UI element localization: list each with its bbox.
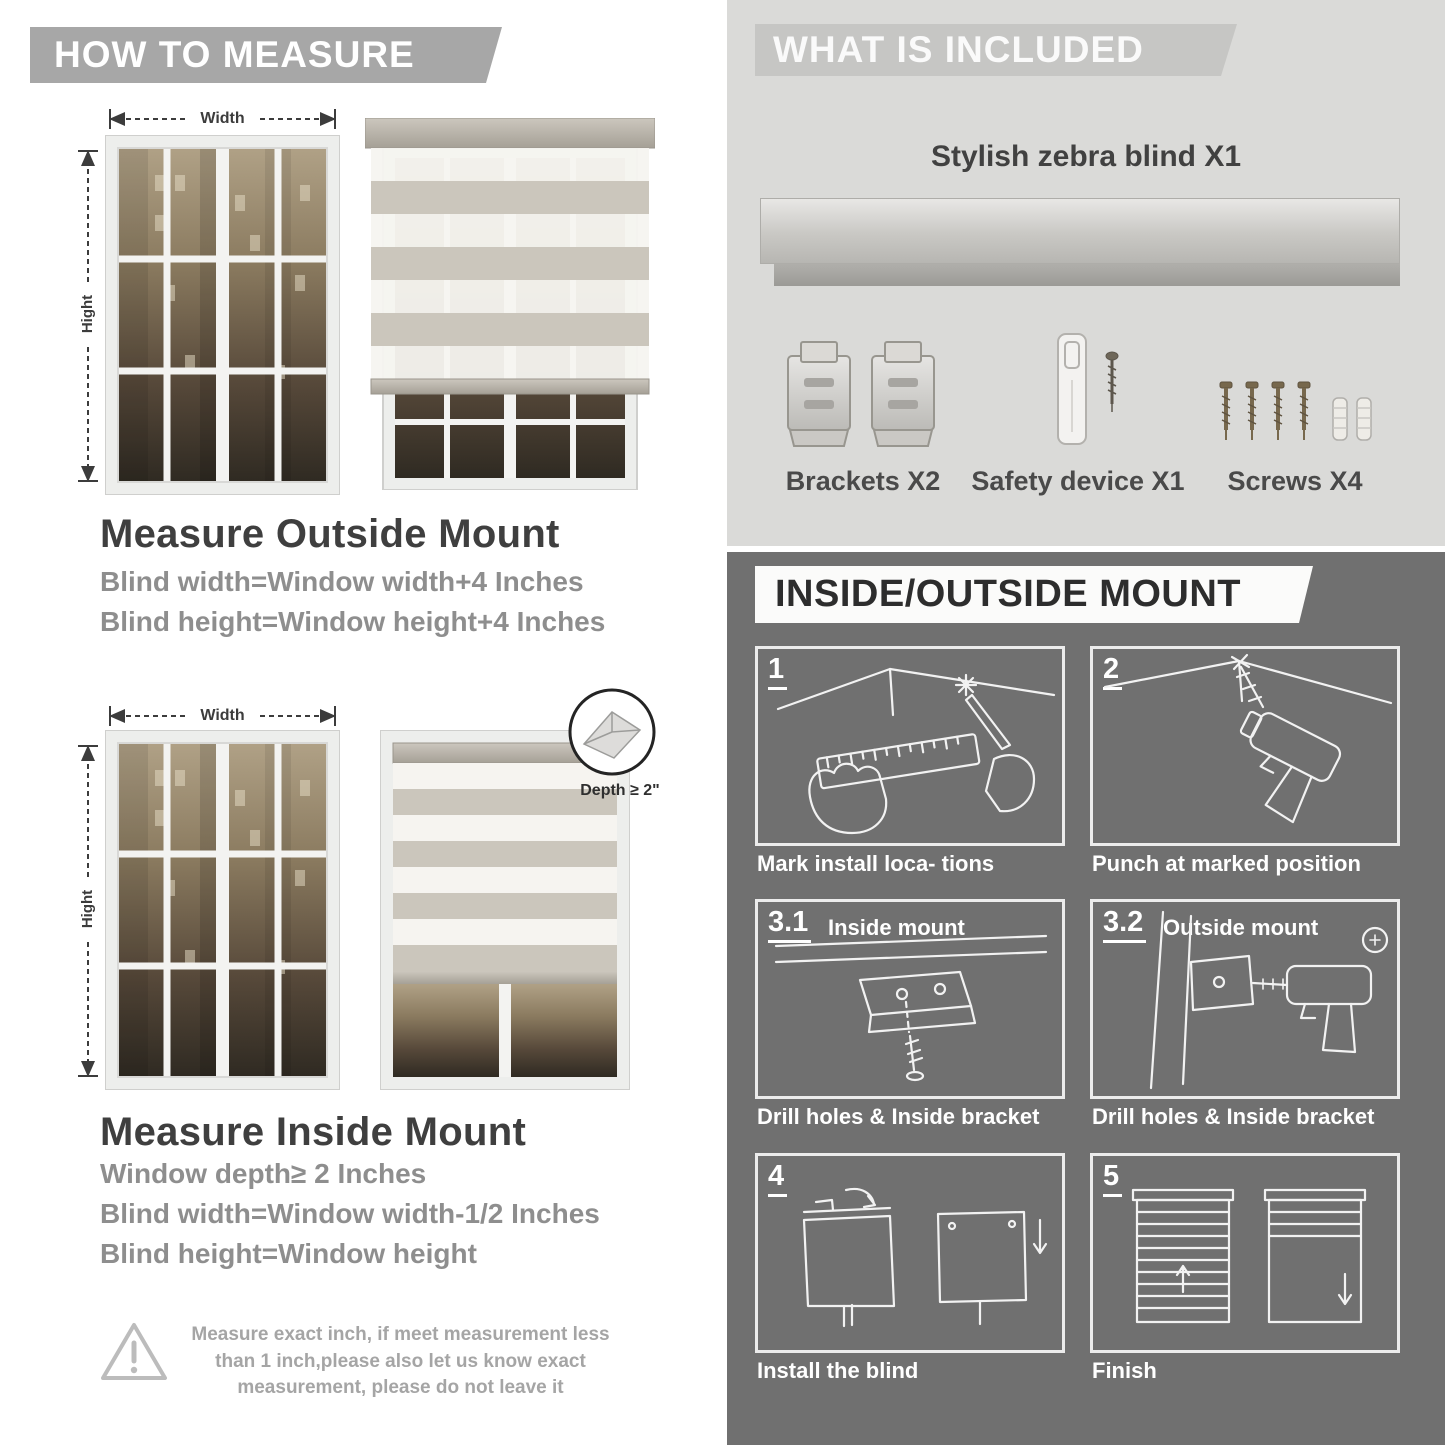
step-number: 2: [1103, 653, 1123, 690]
step-number: 5: [1103, 1160, 1123, 1197]
step-title: Outside mount: [1163, 915, 1319, 940]
height-label: Hight: [77, 279, 98, 349]
zebra-blind-outside-illustration: [365, 118, 655, 490]
inside-bracket-illustration: [774, 934, 1048, 1082]
safety-device-icon: [1057, 333, 1119, 445]
warning-triangle-icon: [101, 1323, 167, 1380]
headrail-bottom-bar-illustration: [774, 264, 1400, 286]
step-number: 1: [768, 653, 788, 690]
step-panel-3-1: 3.1 Inside mount: [755, 899, 1065, 1099]
inside-outside-mount-title: INSIDE/OUTSIDE MOUNT: [775, 573, 1242, 615]
how-to-measure-banner: HOW TO MEASURE: [30, 27, 502, 83]
window-illustration: [105, 730, 340, 1090]
step-panel-1: 1: [755, 646, 1065, 846]
finish-blinds-illustration: [1131, 1188, 1367, 1324]
step-number: 3.1: [768, 906, 812, 943]
step-caption-3-2: Drill holes & Inside bracket: [1092, 1104, 1375, 1129]
step-caption-4: Install the blind: [757, 1358, 919, 1383]
step-panel-3-2: 3.2 Outside mount: [1090, 899, 1400, 1099]
product-label: Stylish zebra blind X1: [930, 140, 1242, 173]
width-arrow: [109, 706, 336, 726]
outside-bracket-illustration: [1149, 910, 1389, 1090]
outside-mount-rule-1: Blind width=Window width+4 Inches: [100, 566, 584, 597]
brackets-label: Brackets X2: [785, 466, 941, 496]
inside-mount-rule-1: Window depth≥ 2 Inches: [100, 1158, 427, 1189]
height-arrow: [78, 745, 98, 1077]
drill-ceiling-illustration: [1103, 653, 1393, 824]
mount-panel-background: [727, 552, 1445, 1445]
safety-device-label: Safety device X1: [971, 466, 1185, 496]
screws-label: Screws X4: [1227, 466, 1363, 496]
step-panel-4: 4: [755, 1153, 1065, 1353]
mark-locations-illustration: [776, 667, 1056, 835]
what-is-included-title: WHAT IS INCLUDED: [773, 29, 1144, 70]
inside-outside-mount-banner: INSIDE/OUTSIDE MOUNT: [755, 566, 1313, 623]
how-to-measure-title: HOW TO MEASURE: [54, 34, 415, 75]
step-title: Inside mount: [828, 915, 965, 940]
headrail-illustration: [760, 198, 1400, 264]
depth-detail-magnifier-icon: [568, 688, 656, 776]
width-label: Width: [105, 703, 340, 729]
measure-warning-text: Measure exact inch, if meet measurement …: [191, 1324, 610, 1399]
step-panel-5: 5: [1090, 1153, 1400, 1353]
zebra-blind-inside-illustration: [380, 730, 630, 1090]
outside-mount-rule-2: Blind height=Window height+4 Inches: [100, 606, 606, 637]
window-illustration: [105, 135, 340, 495]
step-number: 4: [768, 1160, 788, 1197]
install-blind-illustration: [802, 1187, 1048, 1328]
brackets-icon: [787, 341, 935, 447]
step-caption-1: Mark install loca- tions: [757, 851, 995, 876]
inside-mount-rule-3: Blind height=Window height: [100, 1238, 477, 1269]
inside-mount-heading: Measure Inside Mount: [100, 1110, 527, 1154]
inside-mount-rule-2: Blind width=Window width-1/2 Inches: [100, 1198, 600, 1229]
height-arrow: [78, 150, 98, 482]
depth-label: Depth ≥ 2": [580, 782, 660, 799]
outside-mount-heading: Measure Outside Mount: [100, 512, 560, 556]
step-caption-2: Punch at marked position: [1092, 851, 1361, 876]
step-panel-2: 2: [1090, 646, 1400, 846]
height-label: Hight: [77, 874, 98, 944]
what-is-included-banner: WHAT IS INCLUDED: [755, 24, 1237, 76]
step-caption-3-1: Drill holes & Inside bracket: [757, 1104, 1040, 1129]
width-label: Width: [105, 106, 340, 132]
step-number: 3.2: [1103, 906, 1147, 943]
step-caption-5: Finish: [1092, 1358, 1157, 1383]
screws-icon: [1218, 380, 1372, 442]
width-arrow: [109, 109, 336, 129]
